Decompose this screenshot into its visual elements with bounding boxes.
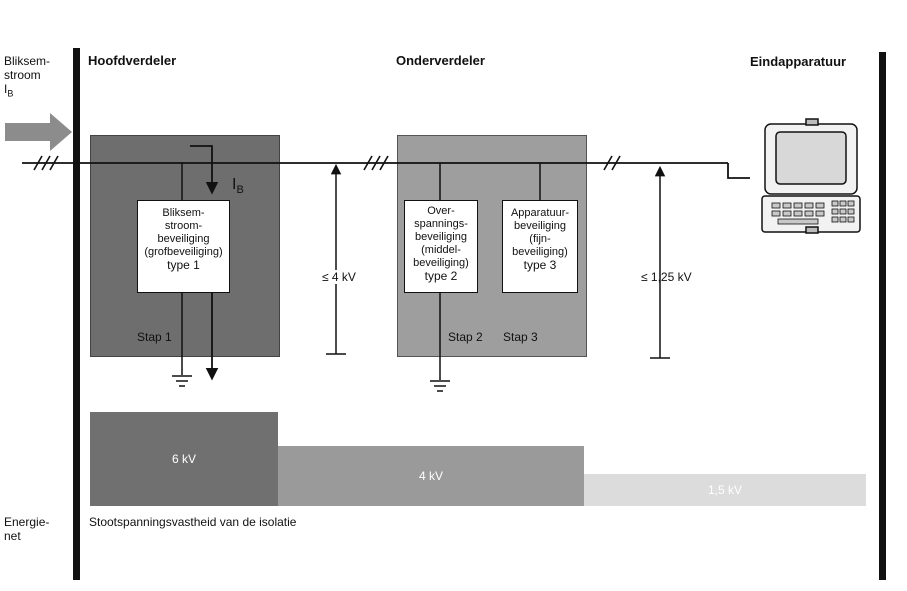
current-arrow-down-icon bbox=[190, 145, 219, 195]
right-busbar bbox=[879, 52, 886, 580]
conductor-hash-marks bbox=[33, 155, 621, 171]
header-eindapparatuur: Eindapparatuur bbox=[750, 54, 847, 69]
voltage-label-2: ≤ 1,25 kV bbox=[641, 270, 692, 284]
type2-protection-box: Over- spannings- beveiliging (middel- be… bbox=[404, 200, 478, 293]
bar-label-4kv: 4 kV bbox=[418, 469, 443, 483]
insulation-bar-6kv: 6 kV bbox=[90, 412, 278, 506]
stage-2-label: Stap 2 bbox=[448, 330, 483, 344]
stage-1-label: Stap 1 bbox=[137, 330, 172, 344]
voltage-label-1: ≤ 4 kV bbox=[321, 270, 357, 284]
header-onderverdeler: Onderverdeler bbox=[396, 53, 485, 68]
current-label: IB bbox=[232, 176, 244, 197]
stage-3-label: Stap 3 bbox=[503, 330, 538, 344]
computer-terminal-icon bbox=[761, 118, 861, 234]
header-hoofdverdeler: Hoofdverdeler bbox=[88, 53, 177, 68]
type1-protection-box: Bliksem- stroom- beveiliging (grofbeveil… bbox=[137, 200, 230, 293]
bar-label-6kv: 6 kV bbox=[171, 452, 196, 466]
incoming-arrow-icon bbox=[5, 113, 72, 151]
ground-symbol-1 bbox=[172, 375, 192, 387]
insulation-caption: Stootspanningsvastheid van de isolatie bbox=[89, 515, 297, 529]
insulation-bar-4kv: 4 kV bbox=[278, 446, 584, 506]
type3-protection-box: Apparatuur- beveiliging (fijn- beveiligi… bbox=[502, 200, 578, 293]
ground-symbol-2 bbox=[430, 380, 450, 392]
lightning-current-label: Bliksem- stroom IB bbox=[4, 54, 51, 99]
left-busbar bbox=[73, 48, 80, 580]
insulation-bar-1-5kv: 1,5 kV bbox=[584, 474, 866, 506]
device-connection bbox=[727, 163, 750, 179]
energy-grid-label: Energie- net bbox=[4, 515, 50, 543]
bar-label-1-5kv: 1,5 kV bbox=[707, 483, 743, 497]
